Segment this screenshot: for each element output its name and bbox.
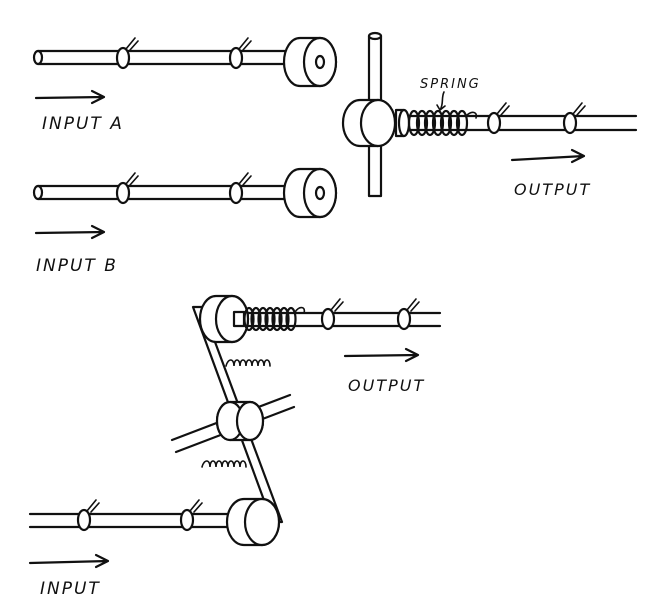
spring-label: SPRING	[420, 77, 481, 92]
output-rod	[390, 114, 638, 132]
top-output-assembly: SPRING OUTPUT	[341, 31, 638, 199]
top-spring	[407, 109, 478, 137]
middle-pivot	[215, 400, 265, 442]
bottom-input-bearing-1	[76, 499, 100, 532]
input-a-arrow	[34, 89, 106, 105]
spring-pointer	[436, 91, 446, 112]
input-b-bearing-2	[228, 172, 252, 205]
input-a-label: INPUT A	[42, 114, 124, 134]
input-b-label: INPUT B	[36, 256, 118, 276]
bottom-input-bearing-2	[179, 499, 203, 532]
input-b-assembly: INPUT B	[32, 167, 338, 276]
input-a-rod	[32, 49, 302, 66]
collar	[394, 108, 411, 138]
bottom-output-bearing-2	[396, 298, 420, 331]
input-b-bearing-1	[115, 172, 139, 205]
bottom-output-hub	[198, 294, 250, 344]
input-a-disc	[282, 36, 338, 88]
input-a-bearing-2	[228, 37, 252, 70]
lever-assembly: OUTPUT INPUT	[28, 294, 442, 599]
input-b-disc	[282, 167, 338, 219]
input-bottom-arrow	[28, 553, 110, 569]
input-a-assembly: INPUT A	[32, 36, 338, 134]
output-bottom-arrow	[343, 347, 420, 363]
lower-return-spring	[201, 460, 247, 468]
bottom-output-bearing-1	[320, 298, 344, 331]
output-top-arrow	[510, 148, 586, 164]
upper-return-spring	[225, 359, 271, 367]
input-b-arrow	[34, 224, 106, 240]
output-bearing-2	[562, 102, 586, 135]
bottom-spring	[243, 306, 306, 332]
cross-hub	[341, 98, 397, 148]
output-top-label: OUTPUT	[514, 180, 591, 199]
output-bottom-label: OUTPUT	[348, 376, 425, 395]
output-bearing-1	[486, 102, 510, 135]
input-b-rod	[32, 184, 302, 201]
bottom-input-hub	[225, 497, 281, 547]
input-a-bearing-1	[115, 37, 139, 70]
bottom-input-rod	[28, 512, 248, 529]
input-bottom-label: INPUT	[40, 579, 101, 599]
